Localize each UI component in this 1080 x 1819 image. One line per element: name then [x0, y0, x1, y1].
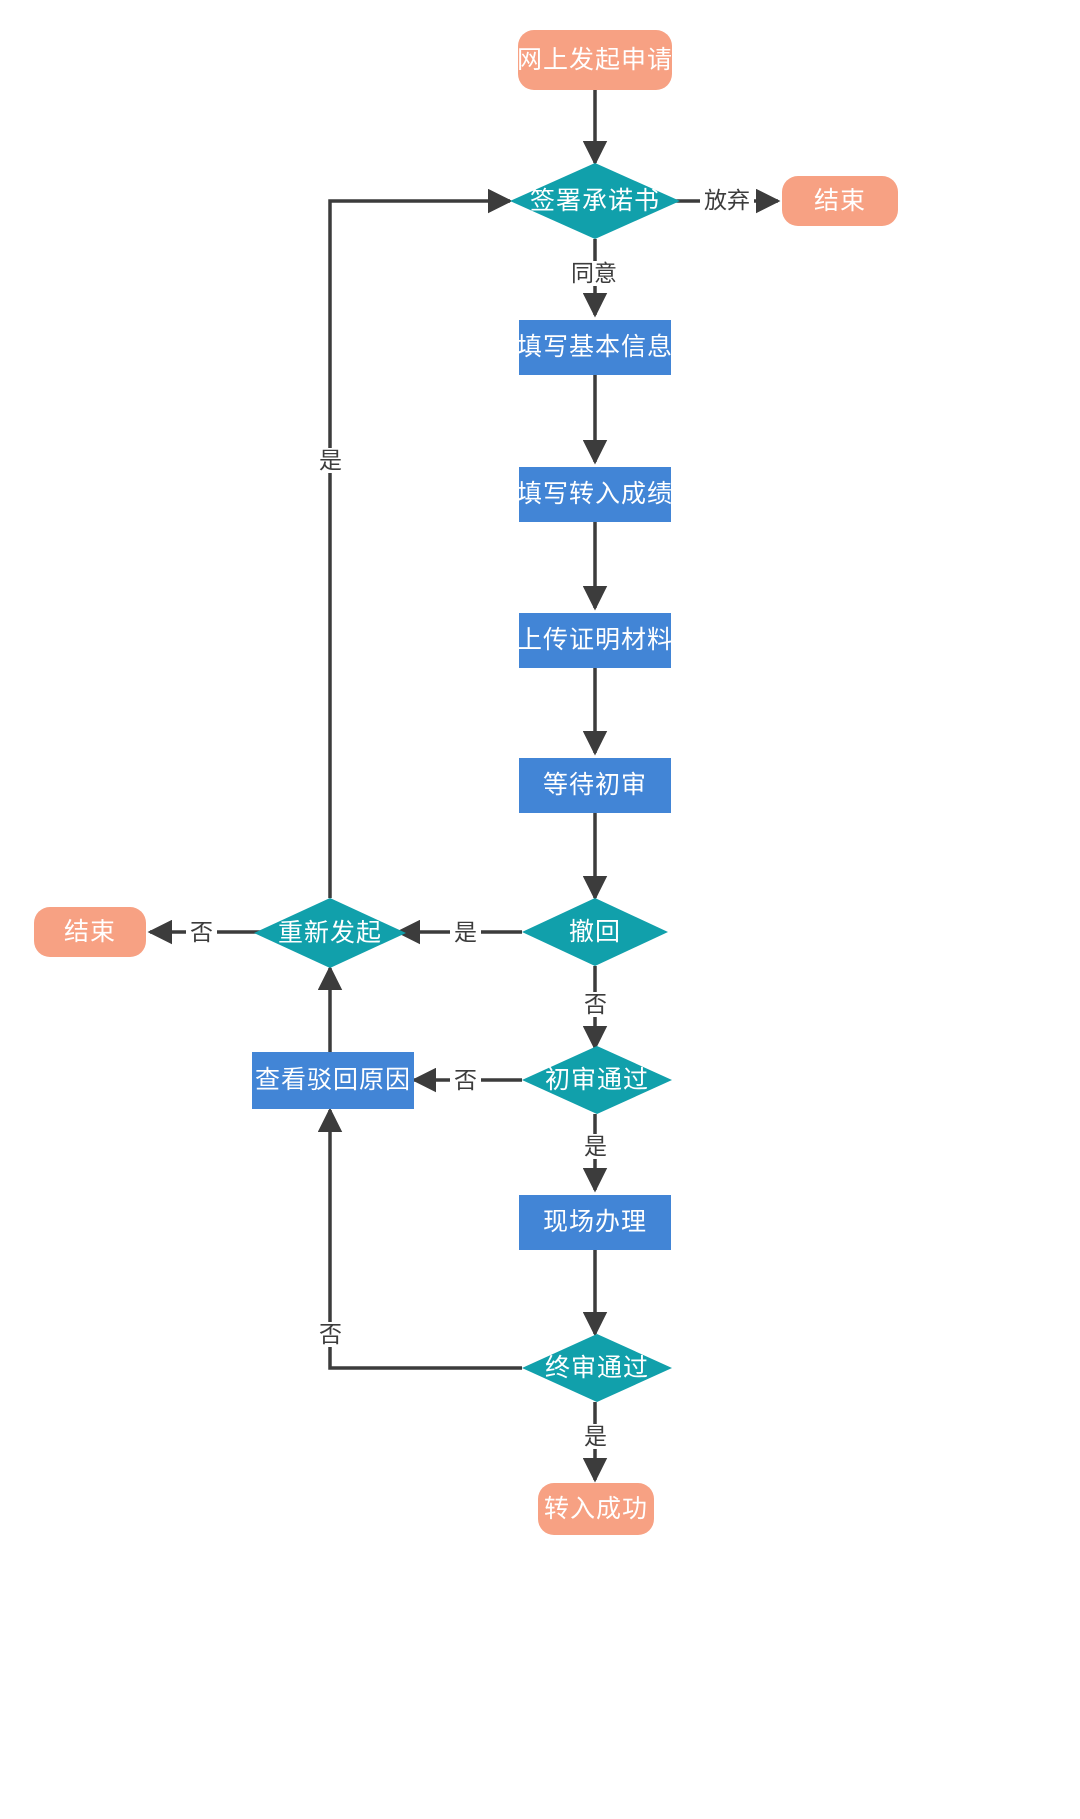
node-fill-basic-info[interactable]: 填写基本信息	[517, 320, 674, 375]
diamond-shape	[510, 163, 680, 239]
edge-label-firstpass-no: 否	[450, 1068, 481, 1093]
edge-label-restart-yes: 是	[315, 448, 346, 473]
diamond-shape	[254, 898, 406, 968]
node-end-restart[interactable]: 结束	[34, 907, 146, 957]
edge-label-finalpass-no: 否	[315, 1322, 346, 1347]
edge-label-firstpass-yes: 是	[580, 1134, 611, 1159]
node-initial-review-passed[interactable]: 初审通过	[522, 1046, 672, 1114]
node-end-abandon[interactable]: 结束	[782, 176, 898, 226]
node-onsite-processing-label: 现场办理	[542, 1208, 647, 1236]
node-onsite-processing[interactable]: 现场办理	[519, 1195, 671, 1250]
diamond-shape	[522, 898, 668, 966]
node-transfer-success-label: 转入成功	[543, 1494, 648, 1523]
edge-label-agree: 同意	[567, 261, 621, 286]
edge-restart-to-sign	[328, 188, 513, 898]
edge-label-restart-no: 否	[186, 920, 217, 945]
edge-label-withdraw-no: 否	[580, 992, 611, 1017]
node-start[interactable]: 网上发起申请	[517, 30, 674, 90]
node-transfer-success[interactable]: 转入成功	[538, 1483, 654, 1535]
node-start-label: 网上发起申请	[517, 45, 674, 74]
edge-label-finalpass-yes: 是	[580, 1424, 611, 1449]
node-upload-documents[interactable]: 上传证明材料	[517, 613, 674, 668]
node-withdraw[interactable]: 撤回	[522, 898, 668, 966]
diamond-shape	[522, 1046, 672, 1114]
node-end-restart-label: 结束	[63, 917, 116, 946]
node-end-abandon-label: 结束	[813, 186, 866, 215]
node-fill-basic-info-label: 填写基本信息	[517, 333, 674, 361]
node-view-rejection-reason[interactable]: 查看驳回原因	[252, 1052, 414, 1109]
node-wait-initial-review[interactable]: 等待初审	[519, 758, 671, 813]
node-fill-transfer-scores[interactable]: 填写转入成绩	[517, 467, 674, 522]
edge-finalpass-to-viewreason	[317, 1107, 522, 1370]
node-upload-documents-label: 上传证明材料	[517, 626, 674, 654]
edge-label-withdraw-yes: 是	[450, 920, 481, 945]
node-fill-transfer-scores-label: 填写转入成绩	[517, 480, 674, 508]
node-view-rejection-reason-label: 查看驳回原因	[254, 1066, 411, 1094]
diamond-shape	[522, 1334, 672, 1402]
node-sign-commitment[interactable]: 签署承诺书	[510, 163, 680, 239]
node-wait-initial-review-label: 等待初审	[542, 771, 647, 799]
node-final-review-passed[interactable]: 终审通过	[522, 1334, 672, 1402]
node-restart[interactable]: 重新发起	[254, 898, 406, 968]
edge-label-abandon: 放弃	[700, 188, 754, 213]
